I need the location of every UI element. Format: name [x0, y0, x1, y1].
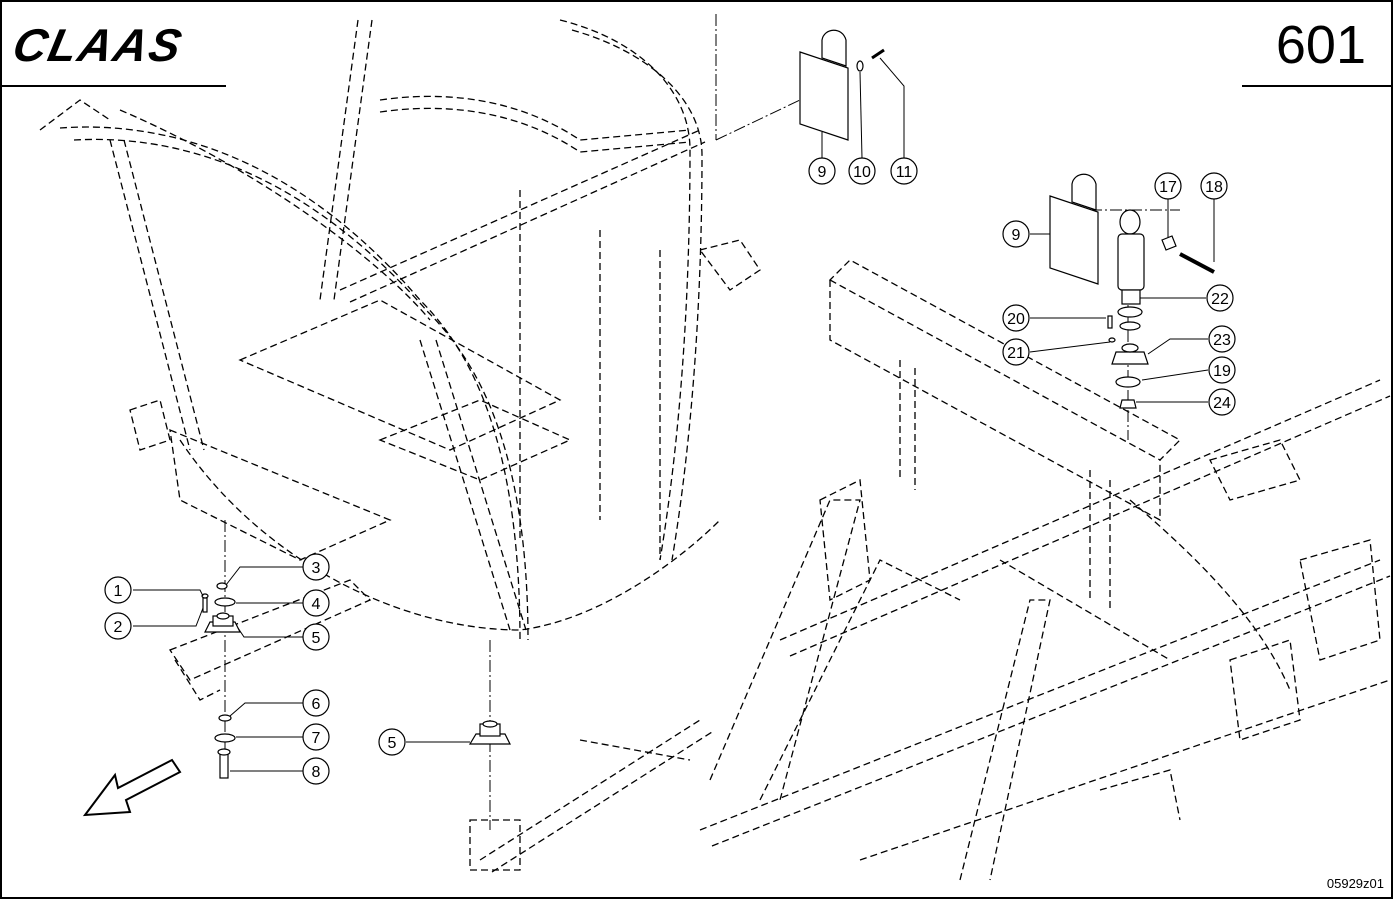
callout-label: 9 — [818, 164, 827, 181]
callout-label: 11 — [896, 164, 913, 181]
callout-24: 24 — [1208, 388, 1236, 416]
bracket-parts-top — [799, 29, 885, 141]
callout-5: 5 — [302, 623, 330, 651]
callout-label: 18 — [1205, 179, 1223, 196]
callout-label: 17 — [1159, 179, 1177, 196]
callout-label: 23 — [1213, 332, 1231, 349]
callout-label: 5 — [312, 630, 321, 647]
callout-label: 4 — [312, 596, 321, 613]
assembly-axes — [224, 14, 1180, 830]
callout-label: 10 — [853, 164, 871, 181]
callout-label: 1 — [114, 583, 123, 600]
callout-label: 8 — [312, 764, 321, 781]
callout-7: 7 — [302, 723, 330, 751]
callout-10: 10 — [848, 157, 876, 185]
cab-frame — [39, 19, 761, 641]
callout-9-top: 9 — [808, 157, 836, 185]
callout-3: 3 — [302, 553, 330, 581]
callout-label: 7 — [312, 730, 321, 747]
callouts: 1 2 3 4 5 6 7 8 5 9 10 11 9 17 18 22 20 … — [104, 157, 1236, 785]
callout-label: 3 — [312, 560, 321, 577]
callout-4: 4 — [302, 589, 330, 617]
callout-label: 22 — [1211, 291, 1229, 308]
callout-label: 5 — [388, 735, 397, 752]
figure-code: 05929z01 — [1326, 876, 1384, 891]
callout-18: 18 — [1200, 172, 1228, 200]
callout-2: 2 — [104, 612, 132, 640]
callout-label: 20 — [1007, 311, 1025, 328]
callout-20: 20 — [1002, 304, 1030, 332]
callout-17: 17 — [1154, 172, 1182, 200]
damper-parts — [1049, 173, 1215, 409]
callout-23: 23 — [1208, 325, 1236, 353]
callout-6: 6 — [302, 689, 330, 717]
callout-9-damper: 9 — [1002, 220, 1030, 248]
callout-8: 8 — [302, 757, 330, 785]
travel-direction-arrow-icon — [82, 758, 182, 817]
callout-label: 21 — [1007, 345, 1025, 362]
chassis-left — [169, 579, 713, 873]
callout-21: 21 — [1002, 338, 1030, 366]
page-number: 601 — [1275, 15, 1366, 75]
callout-11: 11 — [890, 157, 918, 185]
callout-5-lower: 5 — [378, 728, 406, 756]
callout-label: 2 — [114, 619, 123, 636]
callout-label: 19 — [1213, 363, 1231, 380]
callout-1: 1 — [104, 576, 132, 604]
callout-label: 9 — [1012, 227, 1021, 244]
callout-19: 19 — [1208, 356, 1236, 384]
cab-mount-parts — [201, 582, 511, 779]
callout-22: 22 — [1206, 284, 1234, 312]
callout-label: 6 — [312, 696, 321, 713]
main-frame — [699, 259, 1391, 881]
callout-label: 24 — [1213, 395, 1231, 412]
callout-leaders — [133, 57, 1215, 772]
